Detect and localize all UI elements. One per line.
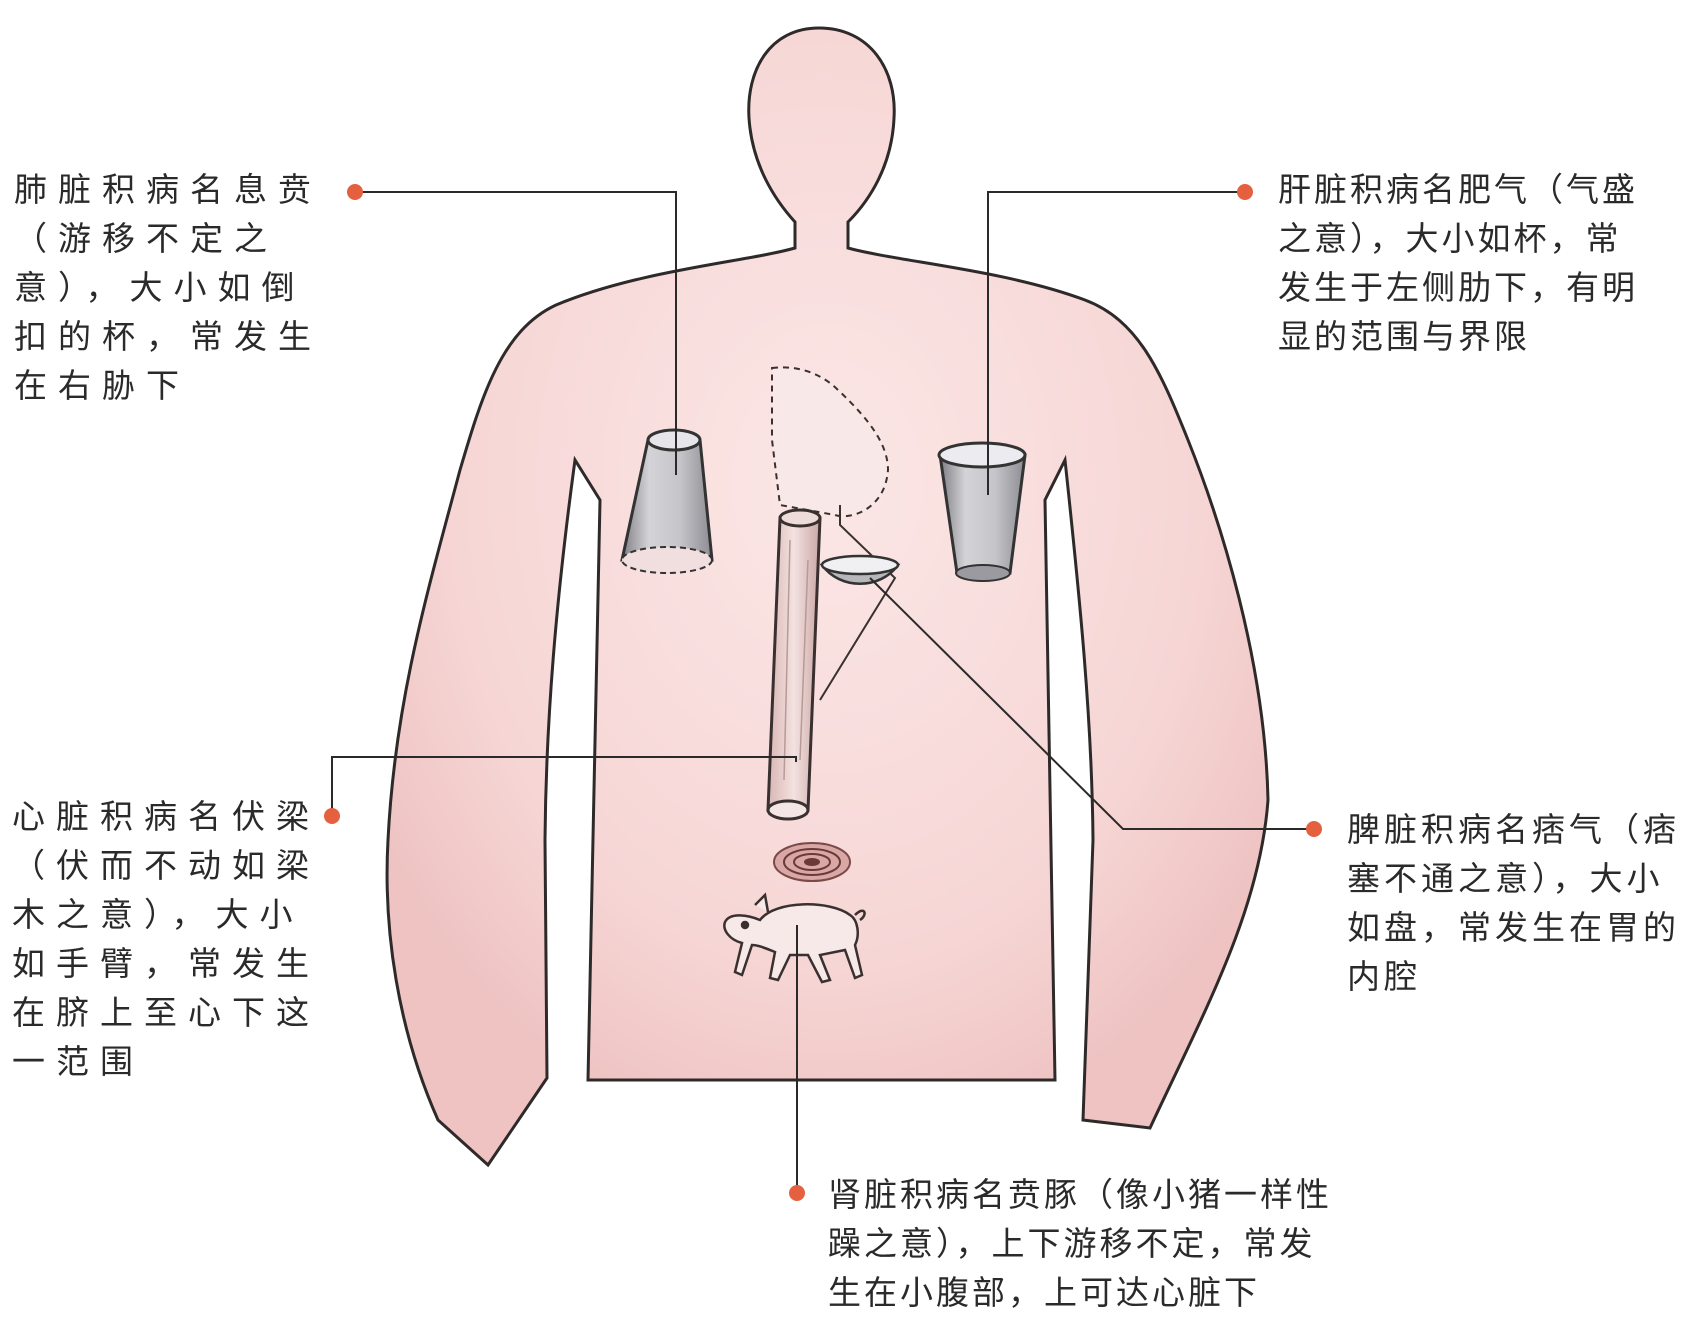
heart-label-line: 一范围 <box>12 1037 322 1086</box>
marker-dot-heart <box>324 808 340 824</box>
spleen-label-line: 内腔 <box>1347 952 1682 1001</box>
spleen-label-line: 如盘，常发生在胃的 <box>1347 903 1682 952</box>
navel-swirl-icon <box>774 843 850 881</box>
marker-dot-kidney <box>789 1185 805 1201</box>
marker-dot-liver <box>1237 184 1253 200</box>
marker-dot-spleen <box>1306 821 1322 837</box>
kidney-label-line: 肾脏积病名贲豚（像小猪一样性 <box>828 1170 1388 1219</box>
liver-label-line: 之意），大小如杯，常 <box>1278 214 1678 263</box>
heart-label-line: 在脐上至心下这 <box>12 988 322 1037</box>
body-silhouette <box>387 28 1268 1165</box>
liver-label-line: 肝脏积病名肥气（气盛 <box>1278 165 1678 214</box>
heart-label-line: 心脏积病名伏梁 <box>12 792 322 841</box>
heart-label-line: （伏而不动如梁 <box>12 841 322 890</box>
lung-label-line: 意），大小如倒 <box>14 263 334 312</box>
liver-label-line: 显的范围与界限 <box>1278 312 1678 361</box>
kidney-label-line: 躁之意），上下游移不定，常发 <box>828 1219 1388 1268</box>
kidney-label: 肾脏积病名贲豚（像小猪一样性 躁之意），上下游移不定，常发 生在小腹部，上可达心… <box>828 1170 1388 1317</box>
heart-label: 心脏积病名伏梁 （伏而不动如梁 木之意），大小 如手臂，常发生 在脐上至心下这 … <box>12 792 322 1086</box>
spleen-label: 脾脏积病名痞气（痞 塞不通之意），大小 如盘，常发生在胃的 内腔 <box>1347 805 1682 1001</box>
heart-label-line: 木之意），大小 <box>12 890 322 939</box>
lung-label-line: 肺脏积病名息贲 <box>14 165 334 214</box>
spleen-label-line: 脾脏积病名痞气（痞 <box>1347 805 1682 854</box>
heart-label-line: 如手臂，常发生 <box>12 939 322 988</box>
lung-label-line: （游移不定之 <box>14 214 334 263</box>
lung-label-line: 在右胁下 <box>14 361 334 410</box>
lung-label: 肺脏积病名息贲 （游移不定之 意），大小如倒 扣的杯，常发生 在右胁下 <box>14 165 334 410</box>
kidney-label-line: 生在小腹部，上可达心脏下 <box>828 1268 1388 1317</box>
spleen-label-line: 塞不通之意），大小 <box>1347 854 1682 903</box>
liver-label: 肝脏积病名肥气（气盛 之意），大小如杯，常 发生于左侧肋下，有明 显的范围与界限 <box>1278 165 1678 361</box>
lung-label-line: 扣的杯，常发生 <box>14 312 334 361</box>
liver-label-line: 发生于左侧肋下，有明 <box>1278 263 1678 312</box>
marker-dot-lung <box>347 184 363 200</box>
